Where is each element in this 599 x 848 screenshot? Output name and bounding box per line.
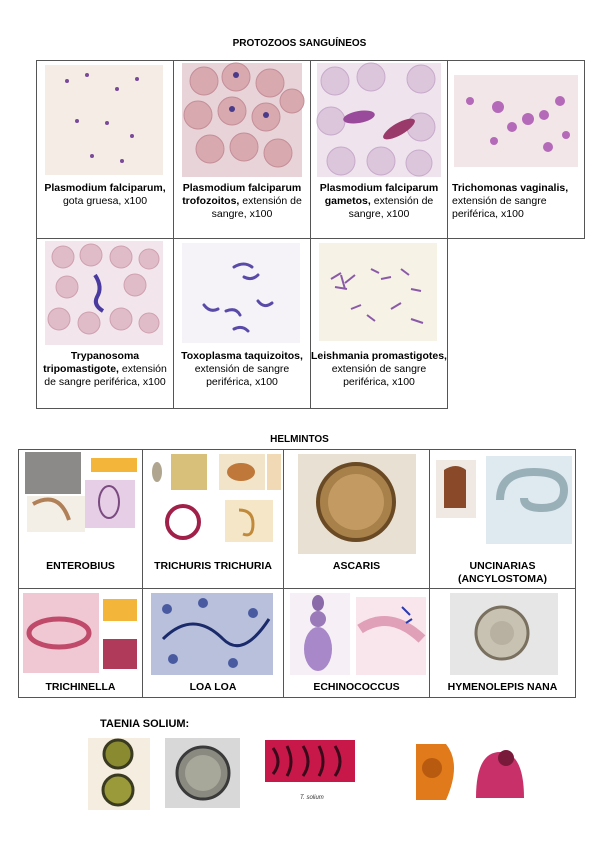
plasmodium-trofozoitos-image <box>174 61 310 179</box>
helmintos-title: HELMINTOS <box>270 434 329 445</box>
taenia-scolex-orange-image <box>410 740 462 802</box>
helmintos-table: ENTEROBIUS TRICHURIS TRICHURIA <box>18 449 576 698</box>
protozoo-cell: Plasmodium falciparum gametos, extensión… <box>310 60 448 239</box>
protozoo-cell: Trypanosoma tripomastigote, extensión de… <box>36 238 174 409</box>
hymenolepis-image <box>430 589 575 679</box>
trichuris-image <box>143 450 283 560</box>
taenia-proglottid-image <box>265 740 355 782</box>
helminto-cell: ASCARIS <box>283 449 430 589</box>
loa-loa-image <box>143 589 283 679</box>
protozoo-caption: Leishmania promastigotes, extensión de s… <box>311 350 447 388</box>
helminto-label: ENTEROBIUS <box>46 560 115 572</box>
protozoo-caption: Toxoplasma taquizoitos, extensión de san… <box>181 350 303 388</box>
helminto-cell: LOA LOA <box>142 588 284 698</box>
protozoo-caption: Plasmodium falciparum trofozoitos, exten… <box>182 182 302 220</box>
trichinella-image <box>19 589 142 679</box>
taenia-egg-image <box>165 738 240 808</box>
plasmodium-gota-image <box>37 61 173 179</box>
helminto-cell: ECHINOCOCCUS <box>283 588 430 698</box>
protozoo-caption: Trypanosoma tripomastigote, extensión de… <box>43 350 167 388</box>
trypanosoma-image <box>37 239 173 347</box>
echinococcus-image <box>284 589 429 679</box>
helminto-label: TRICHURIS TRICHURIA <box>154 560 272 572</box>
protozoos-table: Plasmodium falciparum, gota gruesa, x100… <box>36 60 585 409</box>
helminto-label: TRICHINELLA <box>45 681 116 693</box>
helminto-label: ECHINOCOCCUS <box>313 681 400 693</box>
helminto-label: UNCINARIAS (ANCYLOSTOMA) <box>457 560 548 585</box>
taenia-scolex-pink-image <box>470 742 530 800</box>
helminto-cell: HYMENOLEPIS NANA <box>429 588 576 698</box>
protozoo-caption: Plasmodium falciparum, gota gruesa, x100 <box>44 182 166 207</box>
protozoo-caption: Plasmodium falciparum gametos, extensión… <box>319 182 439 220</box>
plasmodium-gametos-image <box>311 61 447 179</box>
protozoo-cell: Toxoplasma taquizoitos, extensión de san… <box>173 238 311 409</box>
protozoo-caption: Trichomonas vaginalis, extensión de sang… <box>452 182 569 220</box>
protozoo-cell: Plasmodium falciparum trofozoitos, exten… <box>173 60 311 239</box>
taenia-eggs-image <box>88 738 150 810</box>
helminto-label: HYMENOLEPIS NANA <box>447 681 558 693</box>
helminto-label: ASCARIS <box>332 560 381 572</box>
protozoo-empty-cell <box>448 239 585 409</box>
protozoo-cell: Leishmania promastigotes, extensión de s… <box>310 238 448 409</box>
helminto-cell: ENTEROBIUS <box>18 449 143 589</box>
protozoo-cell: Plasmodium falciparum, gota gruesa, x100 <box>36 60 174 239</box>
taenia-caption: T. solium <box>300 795 324 801</box>
uncinarias-image <box>430 450 575 560</box>
toxoplasma-image <box>174 239 310 347</box>
taenia-title: TAENIA SOLIUM: <box>100 718 190 730</box>
helminto-cell: TRICHURIS TRICHURIA <box>142 449 284 589</box>
helminto-cell: TRICHINELLA <box>18 588 143 698</box>
helminto-cell: UNCINARIAS (ANCYLOSTOMA) <box>429 449 576 589</box>
helminto-label: LOA LOA <box>189 681 237 693</box>
protozoo-cell: Trichomonas vaginalis, extensión de sang… <box>447 60 585 239</box>
enterobius-image <box>19 450 142 560</box>
protozoos-title: PROTOZOOS SANGUÍNEOS <box>232 38 367 49</box>
leishmania-image <box>311 239 447 347</box>
ascaris-image <box>284 450 429 560</box>
trichomonas-image <box>448 61 584 179</box>
